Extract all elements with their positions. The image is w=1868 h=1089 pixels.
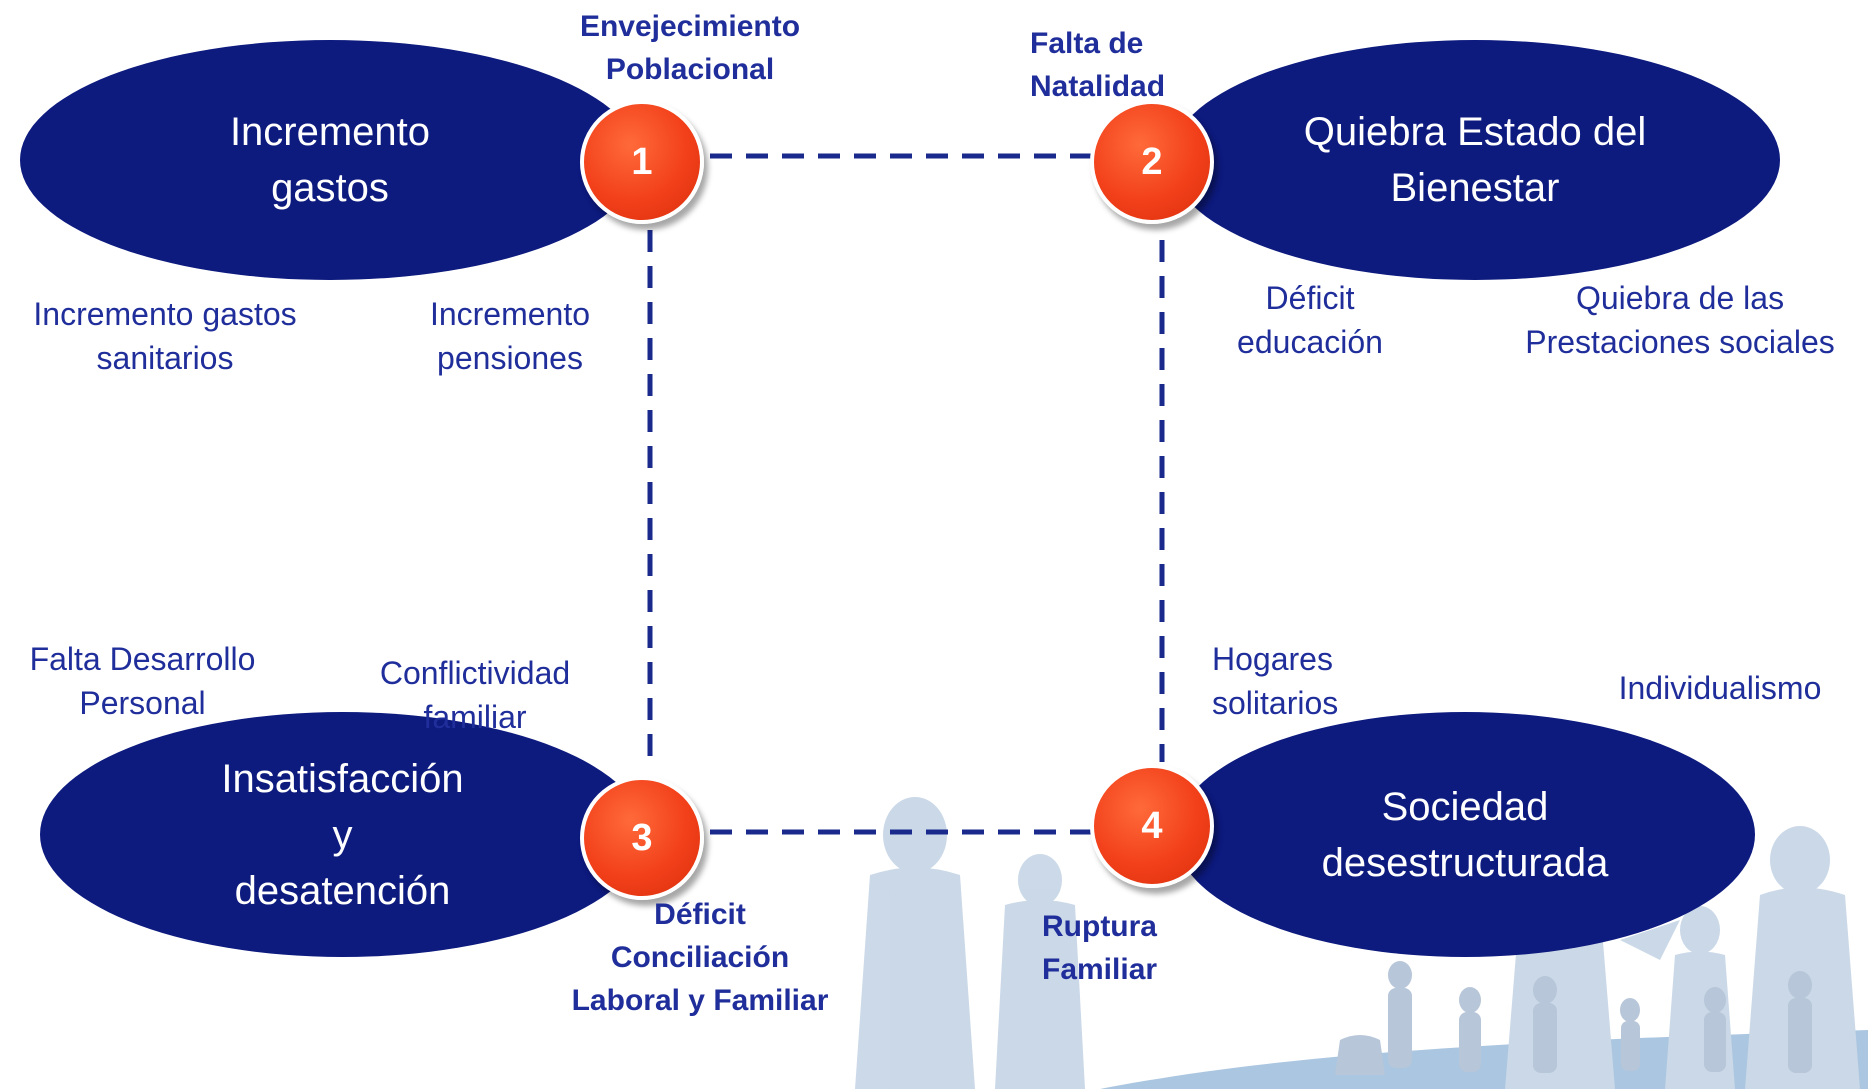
consequence-deficit-educacion: Déficit educación — [1237, 280, 1383, 360]
node-2-ellipse: Quiebra Estado del Bienestar — [1170, 40, 1780, 280]
node-3-number: 3 — [631, 816, 653, 859]
node-1-ellipse: Incremento gastos — [20, 40, 640, 280]
consequence-pensiones: Incremento pensiones — [429, 296, 591, 376]
consequence-individualismo: Individualismo — [1618, 670, 1822, 706]
consequence-hogares-solitarios: Hogares solitarios — [1212, 641, 1339, 721]
node-4-badge: 4 — [1090, 764, 1214, 888]
consequence-desarrollo-personal: Falta Desarrollo Personal — [29, 641, 256, 721]
node-4-title: Sociedad desestructurada — [1321, 784, 1609, 885]
node-2-title: Quiebra Estado del Bienestar — [1303, 110, 1647, 210]
connection-square — [647, 153, 1165, 835]
node-1-cause: Envejecimiento Poblacional — [579, 10, 801, 86]
consequence-conflictividad-familiar: Conflictividad familiar — [379, 655, 571, 735]
node-4-cause: Ruptura Familiar — [1042, 910, 1158, 986]
node-2-badge: 2 — [1090, 100, 1214, 224]
node-4-ellipse: Sociedad desestructurada — [1175, 712, 1755, 957]
consequence-gastos-sanitarios: Incremento gastos sanitarios — [33, 296, 297, 376]
node-1-title: Incremento gastos — [229, 110, 431, 210]
node-2-number: 2 — [1141, 140, 1163, 183]
node-1-number: 1 — [631, 140, 653, 183]
node-3-title: Insatisfacción y desatención — [221, 756, 464, 913]
node-3-ellipse: Insatisfacción y desatención — [40, 712, 645, 957]
node-4-number: 4 — [1141, 804, 1163, 847]
node-1-badge: 1 — [580, 100, 704, 224]
node-3-cause: Déficit Conciliación Laboral y Familiar — [571, 898, 829, 1017]
node-3-badge: 3 — [580, 776, 704, 900]
consequence-prestaciones-sociales: Quiebra de las Prestaciones sociales — [1525, 280, 1835, 360]
node-2-cause: Falta de Natalidad — [1030, 27, 1166, 103]
